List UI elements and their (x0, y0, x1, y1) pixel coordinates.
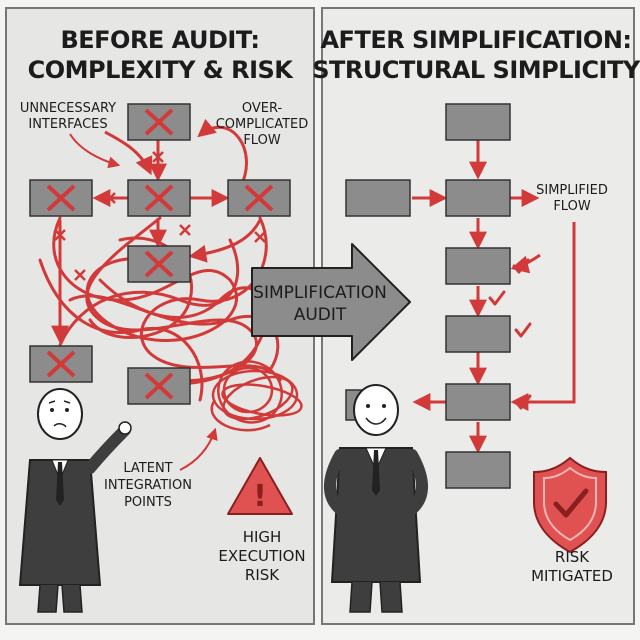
annotation-interfaces-line2: INTERFACES (28, 117, 107, 132)
annotation-latent-line2: INTEGRATION (104, 478, 192, 493)
risk-line2: EXECUTION (218, 547, 305, 565)
before-connectors (51, 118, 262, 344)
after-title-line2: STRUCTURAL SIMPLICITY (312, 56, 640, 84)
connector-cross-marks (54, 151, 266, 281)
after-title-line1: AFTER SIMPLIFICATION: (320, 26, 631, 54)
worried-businessman (18, 388, 132, 613)
annotation-latent-line3: POINTS (124, 495, 172, 510)
risk-mitigated-line1: RISK (555, 548, 590, 566)
before-box-right (227, 179, 291, 217)
after-box-2 (445, 179, 511, 217)
confident-businessman (323, 384, 429, 613)
before-title-line2: COMPLEXITY & RISK (28, 56, 295, 84)
before-box-top (127, 103, 191, 141)
annotation-flow-line3: FLOW (243, 133, 280, 148)
cross-icon (244, 184, 274, 212)
risk-line3: RISK (245, 566, 280, 584)
before-box-middle (127, 245, 191, 283)
annotation-flow-line2: COMPLICATED (216, 117, 309, 132)
check-icon (488, 290, 506, 306)
after-box-5 (445, 383, 511, 421)
shield-check-icon (533, 456, 607, 554)
annotation-simplified-line2: FLOW (553, 199, 590, 214)
after-component-boxes (345, 103, 511, 489)
annotation-latent-pointer (179, 427, 218, 471)
before-box-lower-center (127, 367, 191, 405)
after-box-4 (445, 315, 511, 353)
after-box-3 (445, 247, 511, 285)
tangle-knot (210, 360, 303, 432)
cross-icon (46, 350, 76, 378)
before-box-left (29, 179, 93, 217)
before-title-line1: BEFORE AUDIT: (60, 26, 259, 54)
checkmark-icons (488, 258, 532, 410)
check-icon (514, 322, 532, 338)
check-icon (514, 394, 532, 410)
before-box-lower-left (29, 345, 93, 383)
cross-icon (144, 372, 174, 400)
annotation-flow-line1: OVER- (242, 101, 283, 116)
before-component-boxes (29, 103, 291, 405)
cross-icon (144, 184, 174, 212)
annotation-interfaces-line1: UNNECESSARY (20, 101, 116, 116)
cross-icon (144, 108, 174, 136)
annotation-interfaces-pointer (69, 133, 121, 169)
arrow-label-line1: SIMPLIFICATION (253, 283, 387, 303)
warning-glyph: ! (253, 479, 267, 514)
simplification-audit-arrow: SIMPLIFICATION AUDIT (251, 243, 411, 361)
check-icon (512, 258, 530, 274)
cross-icon (46, 184, 76, 212)
after-box-1 (445, 103, 511, 141)
cross-icon (144, 250, 174, 278)
before-box-center (127, 179, 191, 217)
warning-icon: ! (227, 457, 293, 515)
after-box-6 (445, 451, 511, 489)
risk-line1: HIGH (243, 528, 282, 546)
after-box-input (345, 179, 411, 217)
arrow-label-line2: AUDIT (294, 305, 347, 325)
risk-mitigated-line2: MITIGATED (531, 567, 613, 585)
annotation-simplified-line1: SIMPLIFIED (536, 183, 608, 198)
annotation-latent-line1: LATENT (123, 461, 172, 476)
